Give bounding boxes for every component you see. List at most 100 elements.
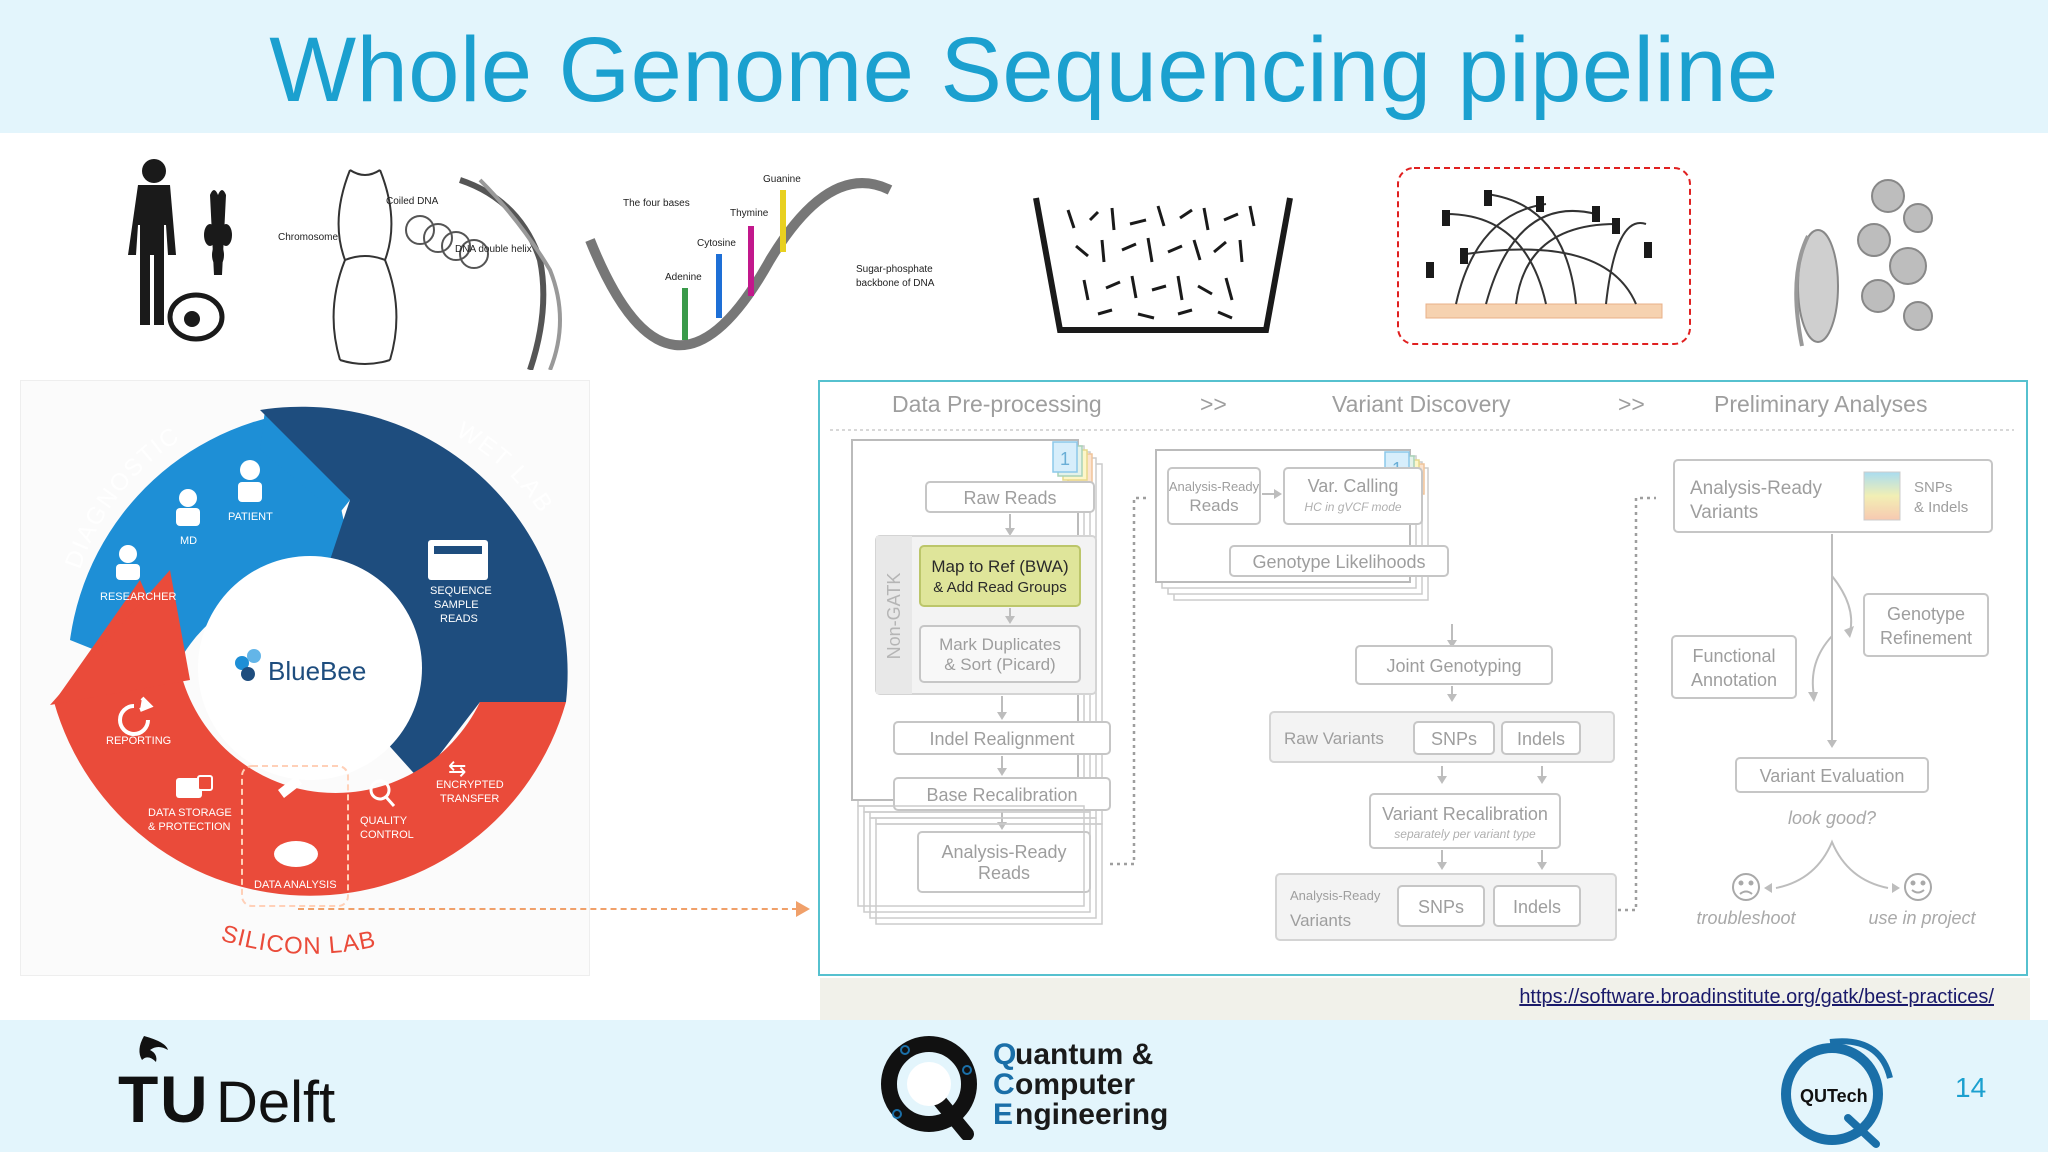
sequencing-reads-illustration: [1397, 167, 1691, 345]
node-final-snps: SNPs: [1397, 885, 1485, 927]
qce-ring-tail: [932, 1093, 974, 1140]
storage-icon: [176, 775, 213, 798]
backbone-label: Sugar-phosphate: [856, 264, 933, 275]
sequence-label: SAMPLE: [434, 599, 479, 611]
sequencer-icon: [428, 540, 488, 580]
node-analysis-ready-reads: Analysis-Ready Reads: [917, 831, 1091, 893]
title-band: [0, 0, 2048, 133]
bluebee-brand: BlueBee: [268, 656, 366, 686]
footer-band: [0, 1020, 2048, 1152]
container-outline: [1033, 197, 1293, 333]
variants-gradient-swatch: [1863, 471, 1901, 521]
cytosine-bar: [716, 254, 722, 318]
node-genotype-likelihoods: Genotype Likelihoods: [1229, 545, 1449, 577]
chromosome-drawing: [332, 169, 398, 365]
qce-e: E: [993, 1098, 1013, 1131]
encrypted-label: ENCRYPTED: [436, 779, 504, 791]
qce-line3: ngineering: [1015, 1098, 1168, 1131]
data-analysis-highlight: [241, 765, 349, 907]
node-var-calling: Var. Calling HC in gVCF mode: [1283, 467, 1423, 525]
connector-pre-to-discovery: [1110, 496, 1150, 866]
decision-branch: [1775, 839, 1889, 889]
reporting-label: REPORTING: [106, 735, 171, 747]
analysis-link-arrow: [298, 908, 798, 910]
wheat-grain: [212, 244, 224, 266]
four-bases-label: The four bases: [623, 198, 690, 209]
adenine-label: Adenine: [665, 272, 702, 283]
svg-text:SNPs: SNPs: [1431, 729, 1477, 749]
svg-text:Refinement: Refinement: [1880, 628, 1972, 648]
thymine-bar: [748, 226, 754, 296]
connector-discovery-to-preliminary: [1618, 496, 1656, 912]
bluebee-center: [198, 556, 422, 780]
qce-ring: [881, 1036, 977, 1132]
svg-text:Raw Variants: Raw Variants: [1284, 729, 1384, 748]
dna-illustration: Chromosome Coiled DNA DNA double helix T…: [278, 169, 935, 370]
doctor-icon: [176, 489, 200, 526]
patient-label: PATIENT: [228, 511, 273, 523]
non-gatk-label: Non-GATK: [884, 573, 904, 660]
human-body: [128, 185, 176, 325]
preprocessing-bottom-stack: [857, 805, 1103, 925]
silicon-lab-arrow: [50, 570, 190, 705]
svg-text:Reads: Reads: [1189, 496, 1238, 515]
qutech-ring: [1781, 1043, 1883, 1145]
tu-delft-flame-icon: [139, 1036, 168, 1062]
analysis-link-arrowhead: [796, 901, 810, 917]
qce-logo: Q uantum & C omputer E ngineering: [881, 1036, 1168, 1140]
encrypted-icon: ⇆: [448, 756, 466, 781]
node-base-recalibration: Base Recalibration: [893, 777, 1111, 811]
svg-text:Variant Evaluation: Variant Evaluation: [1760, 766, 1905, 786]
corn-leaf: [1794, 235, 1810, 347]
storage-label: & PROTECTION: [148, 821, 231, 833]
svg-text:& Add Read Groups: & Add Read Groups: [933, 579, 1066, 596]
node-variant-evaluation: Variant Evaluation: [1735, 757, 1929, 793]
quality-label: QUALITY: [360, 815, 408, 827]
svg-text:HC in gVCF mode: HC in gVCF mode: [1304, 500, 1401, 514]
thymine-label: Thymine: [730, 208, 769, 219]
quality-label: CONTROL: [360, 829, 414, 841]
selection-frame: [1397, 167, 1691, 345]
snps-indels-label: & Indels: [1914, 499, 1968, 516]
phase-preliminary: Preliminary Analyses: [1714, 391, 1927, 417]
source-strip: https://software.broadinstitute.org/gatk…: [820, 978, 2030, 1020]
node-raw-indels: Indels: [1501, 721, 1581, 755]
guanine-bar: [780, 190, 786, 252]
backbone-label: backbone of DNA: [856, 278, 935, 289]
qutech-label: QUTech: [1800, 1086, 1868, 1106]
adenine-bar: [682, 288, 688, 340]
double-helix-strand: [459, 177, 547, 370]
snps-indels-label: SNPs: [1914, 479, 1952, 496]
sequence-label: READS: [440, 613, 478, 625]
double-helix-label: DNA double helix: [455, 244, 532, 255]
gatk-best-practices-diagram: Data Pre-processing >> Variant Discovery…: [830, 391, 2014, 941]
preprocessing-stack-count: 1: [1060, 449, 1070, 469]
qutech-logo: QUTech: [1781, 1038, 1893, 1148]
use-in-project-label: use in project: [1868, 908, 1976, 928]
svg-text:Indel Realignment: Indel Realignment: [929, 729, 1074, 749]
phase-discovery: Variant Discovery: [1332, 391, 1511, 417]
svg-text:Var. Calling: Var. Calling: [1308, 476, 1399, 496]
svg-text:Joint Genotyping: Joint Genotyping: [1386, 656, 1521, 676]
tu-delft-logo: T U Delft: [118, 1036, 335, 1136]
cell-nucleus: [184, 311, 200, 327]
happy-face-icon: [1904, 873, 1932, 901]
svg-text:Genotype Likelihoods: Genotype Likelihoods: [1252, 552, 1425, 572]
tu-delft-t: T: [118, 1062, 158, 1136]
phase-separator: >>: [1200, 391, 1227, 417]
wheat-grain: [212, 203, 224, 227]
researcher-icon: [116, 545, 140, 580]
node-raw-snps: SNPs: [1413, 721, 1495, 755]
qce-line1: uantum &: [1015, 1038, 1153, 1071]
researcher-label: RESEARCHER: [100, 591, 176, 603]
svg-text:Analysis-Ready: Analysis-Ready: [1290, 888, 1381, 903]
node-variant-recalibration: Variant Recalibration separately per var…: [1369, 793, 1561, 849]
svg-text:Reads: Reads: [978, 863, 1030, 883]
svg-text:Analysis-Ready: Analysis-Ready: [1690, 478, 1822, 499]
sequencing-substrate: [1425, 303, 1663, 319]
source-link[interactable]: https://software.broadinstitute.org/gatk…: [1519, 986, 1994, 1008]
bluebee-cycle: BlueBee DIAGNOSTICS WET LAB SILICON LAB …: [20, 380, 568, 960]
encrypted-label: TRANSFER: [440, 793, 499, 805]
cytosine-label: Cytosine: [697, 238, 736, 249]
